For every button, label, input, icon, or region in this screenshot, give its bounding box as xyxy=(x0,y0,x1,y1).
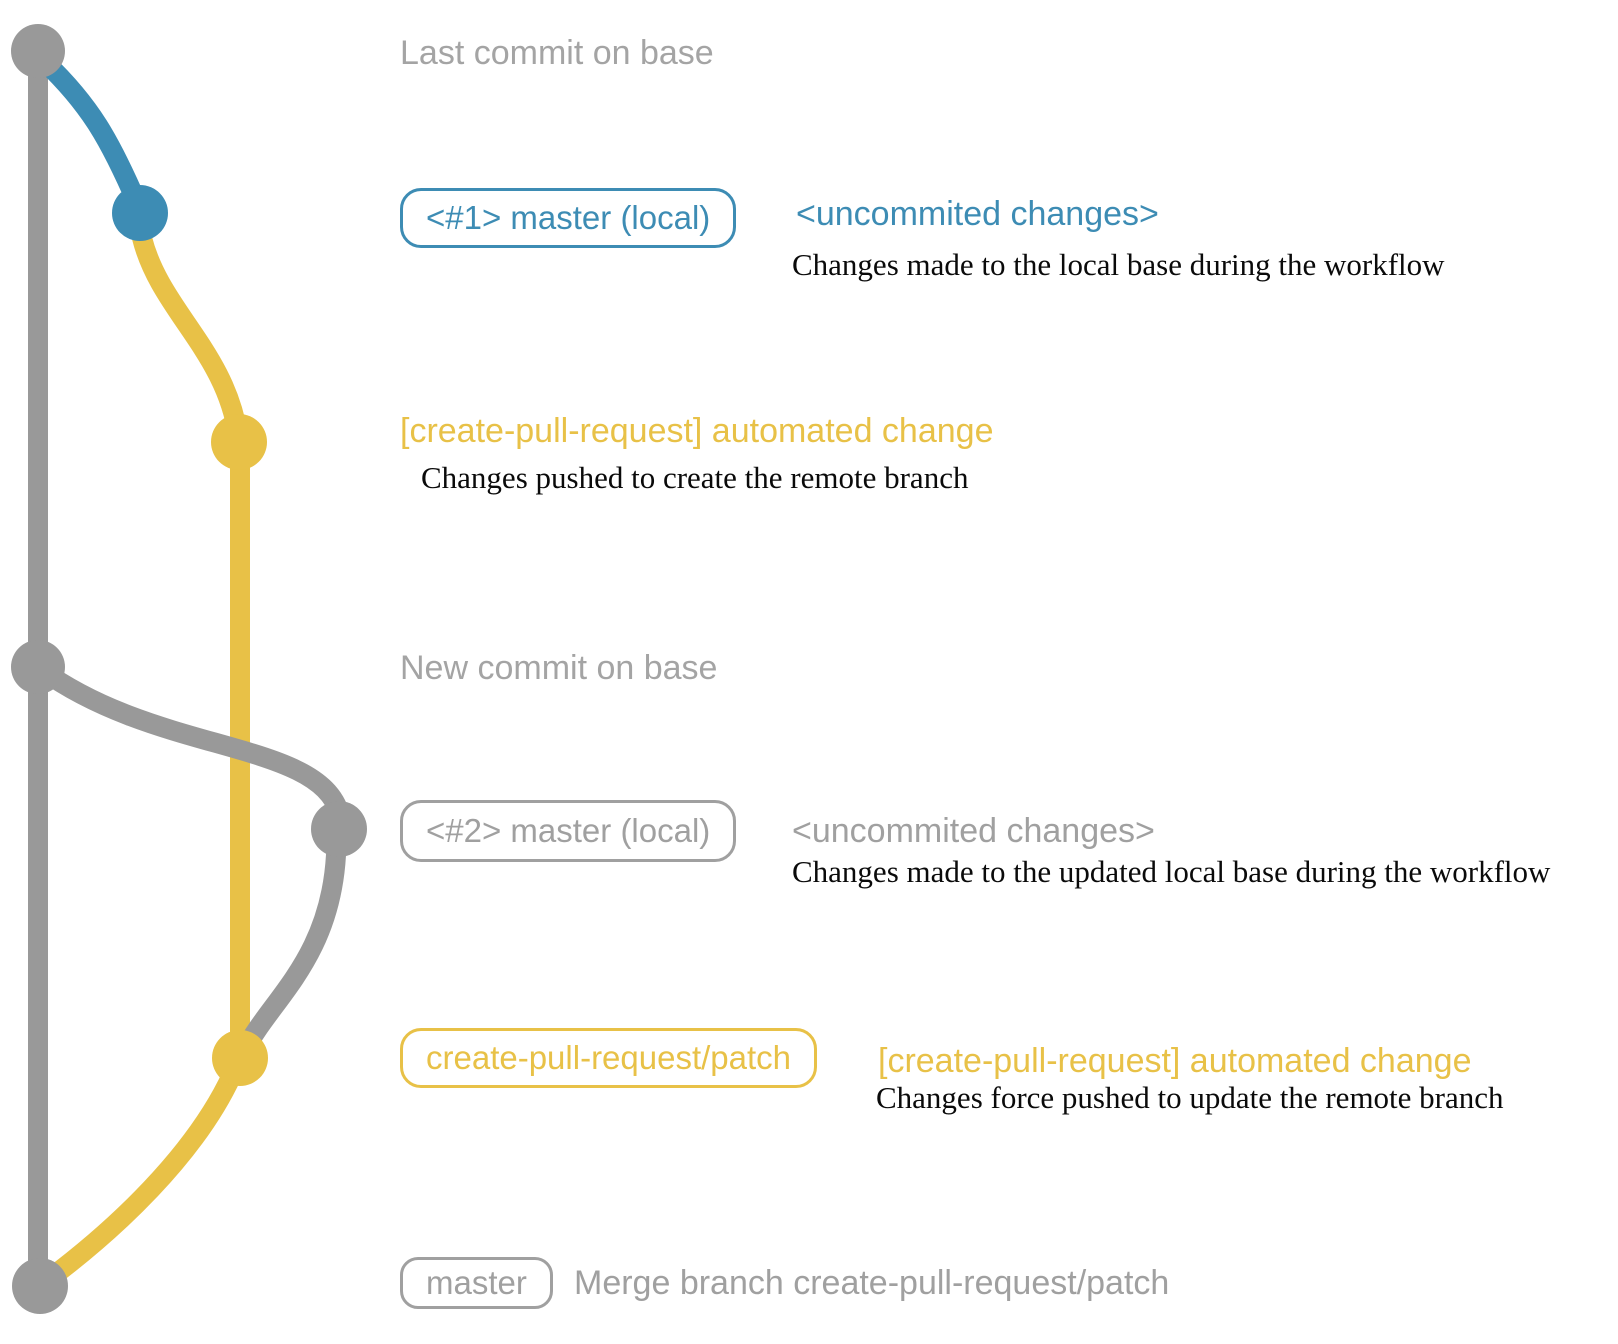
force-push-curve xyxy=(235,845,346,1060)
badge-master-local-1: <#1> master (local) xyxy=(400,188,737,248)
commit-node-local-1 xyxy=(112,185,168,241)
patch-merge-curve xyxy=(35,1065,242,1292)
commit-node-last-base xyxy=(11,24,65,78)
git-graph xyxy=(11,24,367,1314)
badge-master: master xyxy=(400,1257,553,1309)
heading-last-commit: Last commit on base xyxy=(400,34,714,72)
commit-node-merge xyxy=(12,1258,68,1314)
commit-node-patch-2 xyxy=(212,1030,268,1086)
desc-local-changes-2: Changes made to the updated local base d… xyxy=(792,854,1551,889)
label-automated-change-1: [create-pull-request] automated change xyxy=(400,412,994,450)
badge-patch-branch: create-pull-request/patch xyxy=(400,1028,818,1088)
desc-force-push: Changes force pushed to update the remot… xyxy=(876,1080,1504,1115)
label-uncommitted-changes-2: <uncommited changes> xyxy=(792,812,1155,850)
label-uncommitted-changes-1: <uncommited changes> xyxy=(796,195,1159,233)
label-automated-change-2: [create-pull-request] automated change xyxy=(878,1042,1472,1080)
patch-push-curve-1 xyxy=(132,228,248,445)
commit-node-patch-1 xyxy=(211,414,267,470)
desc-push-create: Changes pushed to create the remote bran… xyxy=(421,460,969,495)
local-branch-curve xyxy=(35,52,148,215)
badge-master-local-2: <#2> master (local) xyxy=(400,800,737,862)
label-merge-commit: Merge branch create-pull-request/patch xyxy=(574,1264,1170,1302)
desc-local-changes-1: Changes made to the local base during th… xyxy=(792,247,1445,282)
commit-node-local-2 xyxy=(311,801,367,857)
heading-new-commit: New commit on base xyxy=(400,649,718,687)
base-update-curve xyxy=(32,660,350,825)
commit-node-new-base xyxy=(11,640,65,694)
